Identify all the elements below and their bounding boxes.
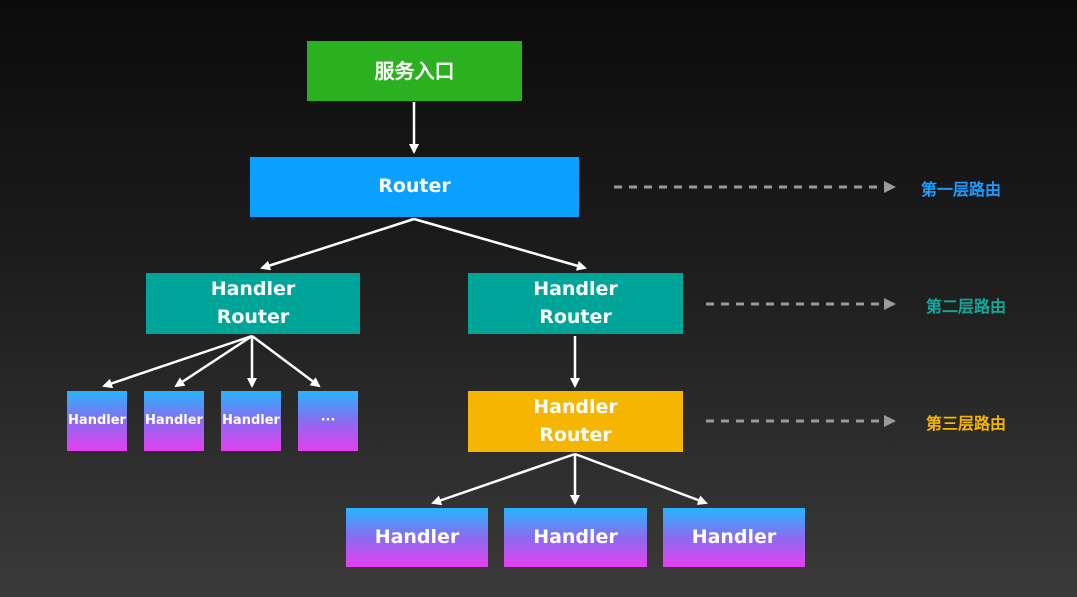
handler-router-left-line2: Router [216, 305, 290, 328]
ellipsis-label: ··· [320, 412, 336, 428]
arrow-third-to-handler-3 [574, 452, 708, 505]
service-entry-label: 服务入口 [374, 58, 455, 83]
handler-router-third-node: Handler Router [468, 391, 683, 452]
handler-router-right-line1: Handler [533, 277, 618, 300]
arrow-router-to-left-handler-router [260, 217, 415, 271]
large-handler-node-3: Handler [663, 508, 805, 567]
arrow-left-to-handler-more [251, 334, 321, 388]
arrow-router-to-right-handler-router [413, 217, 587, 271]
level-1-label: 第一层路由 [921, 180, 1002, 199]
small-handler-node-2: Handler [144, 391, 204, 451]
handler-router-left-line1: Handler [210, 277, 296, 300]
large-handler-node-2: Handler [504, 508, 647, 567]
small-handler-label: Handler [145, 412, 203, 428]
large-handler-label: Handler [691, 525, 777, 548]
arrow-left-to-handler-2 [174, 334, 253, 388]
handler-router-third-line2: Router [539, 423, 612, 446]
large-handler-node-1: Handler [346, 508, 488, 567]
small-handler-node-3: Handler [221, 391, 281, 451]
small-handler-more-node: ··· [298, 391, 358, 451]
level-2-label: 第二层路由 [926, 297, 1007, 316]
large-handler-label: Handler [533, 525, 618, 548]
handler-router-right-line2: Router [539, 305, 612, 328]
handler-router-right-node: Handler Router [468, 273, 683, 334]
small-handler-label: Handler [68, 412, 126, 428]
arrow-left-to-handler-1 [102, 334, 253, 389]
small-handler-node-1: Handler [67, 391, 127, 451]
router-node: Router [250, 157, 579, 217]
service-entry-node: 服务入口 [307, 41, 522, 101]
small-handler-label: Handler [222, 412, 280, 428]
level-3-label: 第三层路由 [926, 414, 1007, 433]
handler-router-third-line1: Handler [533, 395, 618, 418]
large-handler-label: Handler [374, 525, 460, 548]
arrow-third-to-handler-1 [431, 452, 576, 506]
handler-router-left-node: Handler Router [146, 273, 360, 334]
router-label: Router [378, 175, 451, 198]
